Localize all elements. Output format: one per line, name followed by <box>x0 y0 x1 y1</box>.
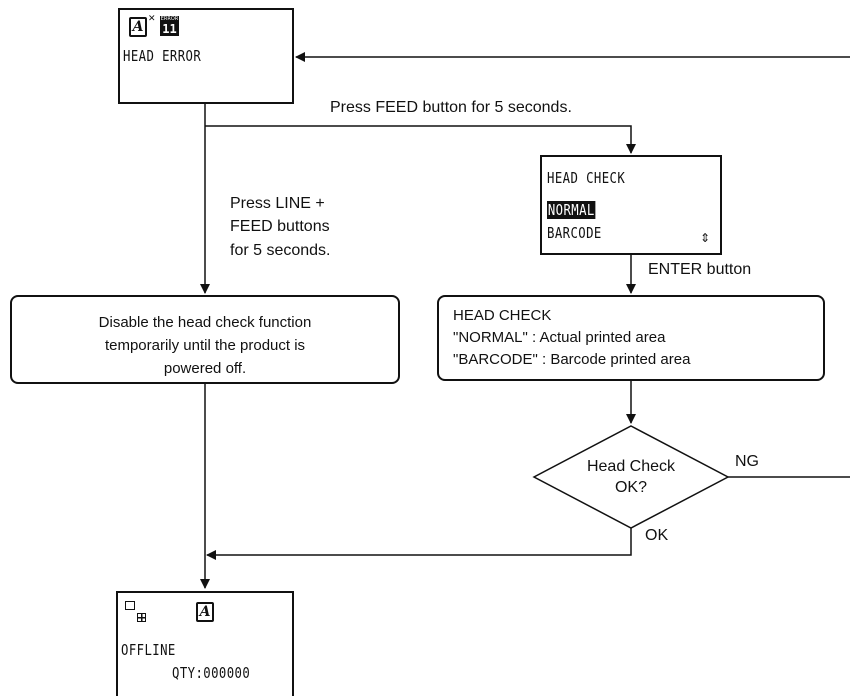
decision-text: Head Check OK? <box>551 456 711 498</box>
lcd-head-error: A ✕ ERROR 11 HEAD ERROR <box>118 8 294 104</box>
info-line-3: "BARCODE" : Barcode printed area <box>453 351 691 368</box>
error-code: 11 <box>162 22 177 36</box>
label-ok: OK <box>645 527 669 544</box>
grid-icon <box>137 613 146 622</box>
display-icon <box>125 601 135 610</box>
disable-text: Disable the head check function temporar… <box>12 311 398 380</box>
label-enter-button: ENTER button <box>648 261 752 278</box>
disable-line-2: temporarily until the product is <box>104 337 306 354</box>
ok-return-line <box>206 528 632 560</box>
label-ng: NG <box>735 453 759 470</box>
error-message: HEAD ERROR <box>123 47 202 65</box>
label-press-line-feed-3: for 5 seconds. <box>230 242 331 259</box>
label-press-feed: Press FEED button for 5 seconds. <box>330 99 572 116</box>
lcd-head-check: HEAD CHECK NORMAL BARCODE ⇕ <box>540 155 722 255</box>
offline-qty: QTY:000000 <box>172 664 251 682</box>
printer-mode-icon: A <box>129 17 147 37</box>
error-to-headcheck-line <box>205 125 636 154</box>
error-badge: ERROR 11 <box>160 16 179 36</box>
head-check-option-barcode: BARCODE <box>547 224 602 242</box>
box-disable-head-check: Disable the head check function temporar… <box>10 295 400 384</box>
disable-line-3: powered off. <box>163 360 247 377</box>
label-press-line-feed-2: FEED buttons <box>230 218 330 235</box>
label-press-line-feed-1: Press LINE + <box>230 195 325 212</box>
error-close-icon: ✕ <box>148 14 156 24</box>
lcd-offline: A OFFLINE QTY:000000 <box>116 591 294 696</box>
info-line-2: "NORMAL" : Actual printed area <box>453 329 666 346</box>
info-text: HEAD CHECK "NORMAL" : Actual printed are… <box>453 305 690 371</box>
decision-line-2: OK? <box>614 479 647 496</box>
printer-mode-icon-offline: A <box>196 602 214 622</box>
head-check-title: HEAD CHECK <box>547 169 626 187</box>
decision-line-1: Head Check <box>586 458 676 475</box>
disable-line-1: Disable the head check function <box>98 314 312 331</box>
scroll-updown-icon: ⇕ <box>700 231 711 245</box>
box-head-check-info: HEAD CHECK "NORMAL" : Actual printed are… <box>437 295 825 381</box>
head-check-option-normal: NORMAL <box>547 201 596 219</box>
offline-status: OFFLINE <box>121 641 176 659</box>
info-line-1: HEAD CHECK <box>453 307 552 324</box>
error-badge-label: ERROR <box>160 16 179 22</box>
